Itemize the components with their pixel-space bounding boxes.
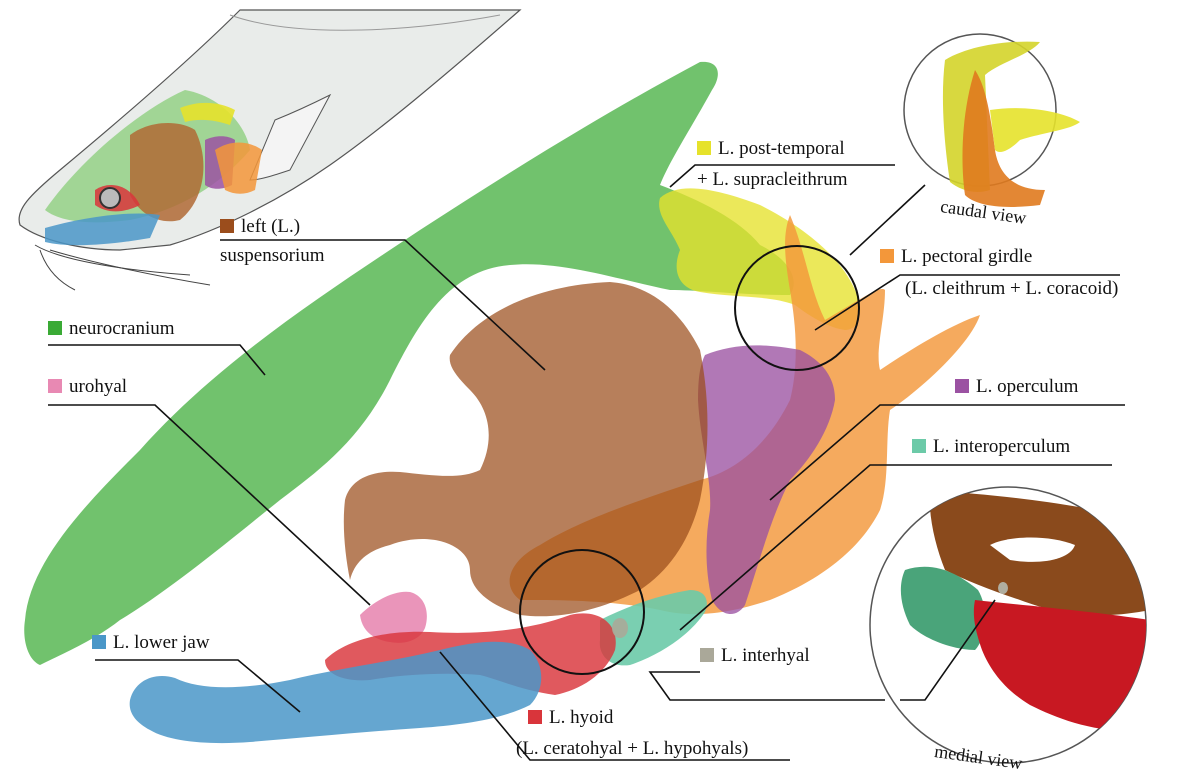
suspensorium-swatch <box>220 219 234 233</box>
label-lower-jaw: L. lower jaw <box>92 632 210 654</box>
posttemporal-swatch <box>697 141 711 155</box>
pectoral-swatch <box>880 249 894 263</box>
label-hyoid: L. hyoid <box>528 707 613 729</box>
operculum-swatch <box>955 379 969 393</box>
urohyal-swatch <box>48 379 62 393</box>
label-interhyal: L. interhyal <box>700 645 810 667</box>
interoperculum-swatch <box>912 439 926 453</box>
label-suspensorium: left (L.) <box>220 216 300 238</box>
label-operculum: L. operculum <box>955 376 1078 398</box>
label-neurocranium: neurocranium <box>48 318 175 340</box>
medial-view-inset <box>870 487 1150 763</box>
label-pectoral: L. pectoral girdle <box>880 246 1032 268</box>
neurocranium-swatch <box>48 321 62 335</box>
label-posttemporal: L. post-temporal <box>697 138 845 160</box>
interhyal-shape <box>612 618 628 638</box>
interhyal-swatch <box>700 648 714 662</box>
lower-jaw-swatch <box>92 635 106 649</box>
label-interoperculum: L. interoperculum <box>912 436 1070 458</box>
label-posttemporal-line2: + L. supracleithrum <box>697 169 848 191</box>
caudal-view-inset <box>904 34 1080 207</box>
label-suspensorium-line2: suspensorium <box>220 245 325 267</box>
hyoid-swatch <box>528 710 542 724</box>
label-pectoral-line2: (L. cleithrum + L. coracoid) <box>905 278 1118 300</box>
label-hyoid-line2: (L. ceratohyal + L. hypohyals) <box>516 738 748 760</box>
label-urohyal: urohyal <box>48 376 127 398</box>
